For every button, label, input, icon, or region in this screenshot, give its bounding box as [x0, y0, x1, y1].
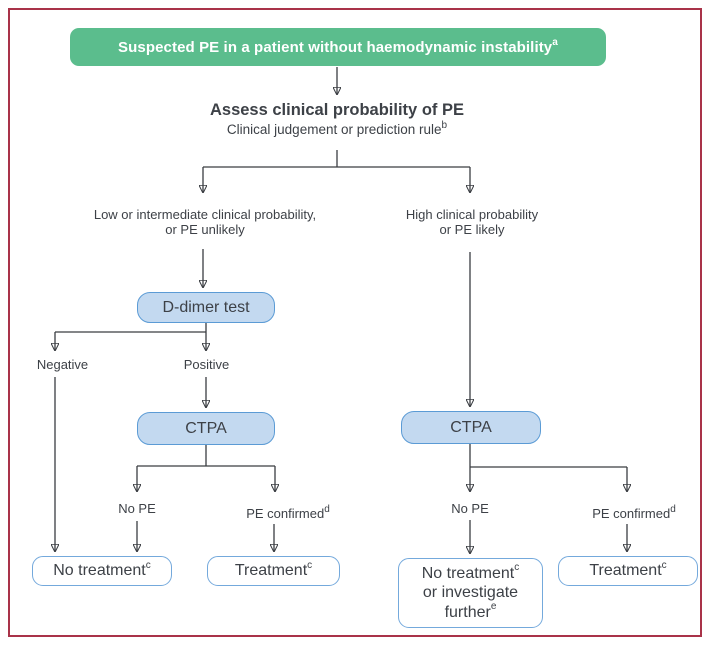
- assess-title: Assess clinical probability of PE: [209, 101, 464, 119]
- footnote-c: c: [661, 559, 667, 571]
- outcome-no-treatment-or-investigate: No treatmentc or investigate furthere: [398, 558, 543, 628]
- footnote-c: c: [307, 559, 313, 571]
- edge-label-no-pe-left: No PE: [118, 501, 156, 516]
- assess-probability-heading: Assess clinical probability of PE Clinic…: [117, 101, 557, 138]
- ctpa-left-label: CTPA: [185, 419, 227, 437]
- branch-label-low-intermediate: Low or intermediate clinical probability…: [93, 207, 317, 238]
- footnote-c: c: [145, 559, 151, 571]
- edge-label-pe-confirmed-left: PE confirmedd: [246, 503, 330, 521]
- edge-label-positive: Positive: [183, 357, 230, 372]
- ctpa-node-right: CTPA: [401, 411, 541, 444]
- branch-label-high-probability: High clinical probability or PE likely: [405, 207, 539, 238]
- outcome-no-treatment-left: No treatmentc: [32, 556, 172, 586]
- edge-label-negative: Negative: [36, 357, 89, 372]
- edge-label-no-pe-right: No PE: [451, 501, 489, 516]
- footnote-d: d: [670, 503, 676, 515]
- footnote-e: e: [490, 601, 497, 613]
- ctpa-node-left: CTPA: [137, 412, 275, 445]
- ddimer-test-node: D-dimer test: [137, 292, 275, 323]
- ddimer-test-label: D-dimer test: [162, 298, 250, 316]
- footnote-a: a: [552, 36, 558, 48]
- outcome-treatment-left: Treatmentc: [207, 556, 340, 586]
- start-node-suspected-pe: Suspected PE in a patient without haemod…: [70, 28, 606, 66]
- ctpa-right-label: CTPA: [450, 418, 492, 436]
- footnote-c: c: [514, 562, 520, 574]
- edge-label-pe-confirmed-right: PE confirmedd: [592, 503, 676, 521]
- assess-subtitle: Clinical judgement or prediction ruleb: [226, 119, 448, 138]
- footnote-b: b: [441, 119, 448, 131]
- start-node-label: Suspected PE in a patient without haemod…: [118, 36, 558, 56]
- footnote-d: d: [324, 503, 330, 515]
- outcome-treatment-right: Treatmentc: [558, 556, 698, 586]
